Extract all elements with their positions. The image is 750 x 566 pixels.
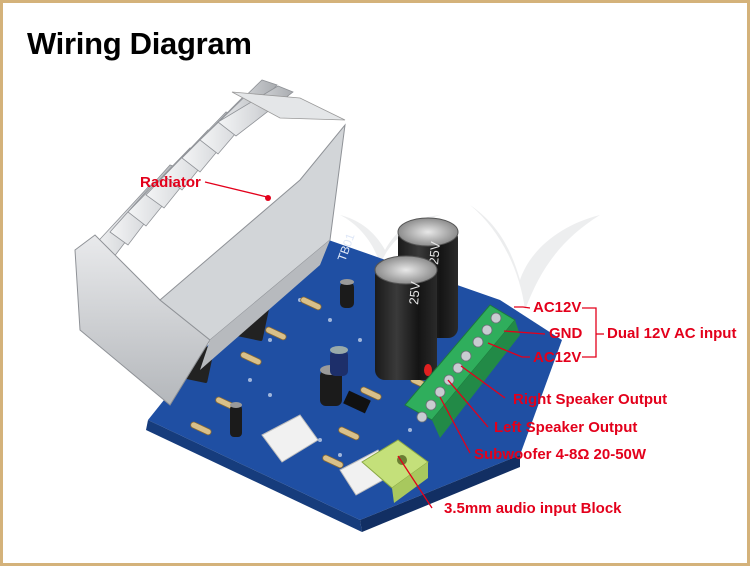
- watermark-logo: [340, 205, 600, 310]
- resistors: [190, 296, 432, 469]
- radiator-label: Radiator: [140, 174, 201, 191]
- dual-input-label: Dual 12V AC input: [607, 325, 737, 342]
- filter-capacitors: 25V 25V: [374, 217, 459, 380]
- heatsink-radiator: [74, 79, 346, 406]
- ac12v-top-label: AC12V: [533, 299, 582, 316]
- subwoofer-label: Subwoofer 4-8Ω 20-50W: [474, 446, 647, 463]
- small-capacitors: [230, 279, 354, 437]
- capacitor-marking-1: 25V: [426, 241, 443, 266]
- ic-chip: [343, 390, 371, 414]
- radiator-pointer-dot: [265, 195, 271, 201]
- audio-input-jack: [361, 439, 429, 503]
- callout-lines: [204, 181, 604, 509]
- right-speaker-label: Right Speaker Output: [513, 391, 668, 408]
- page-title: Wiring Diagram: [27, 26, 252, 61]
- audio-input-label: 3.5mm audio input Block: [444, 500, 622, 517]
- ac12v-bottom-label: AC12V: [533, 349, 582, 366]
- screw-terminal-block: [404, 304, 520, 438]
- gnd-label: GND: [549, 325, 583, 342]
- capacitor-marking-2: 25V: [406, 281, 423, 306]
- status-led: [424, 364, 432, 376]
- left-speaker-label: Left Speaker Output: [494, 419, 638, 436]
